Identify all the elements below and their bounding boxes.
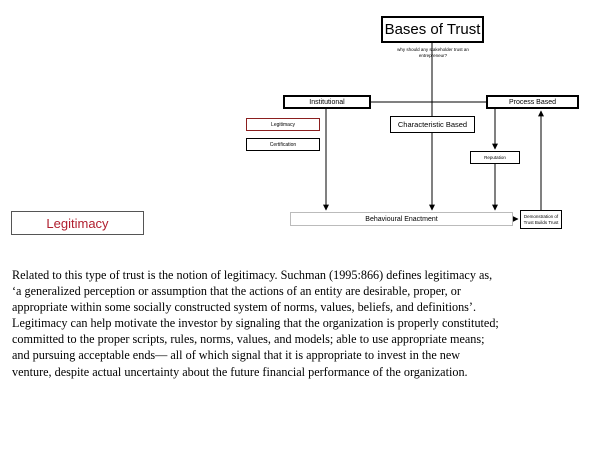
diagram-title: Bases of Trust xyxy=(381,16,484,43)
diagram-subtitle: why should any stakeholder trust an entr… xyxy=(397,47,469,58)
node-process-based: Process Based xyxy=(486,95,579,109)
section-label: Legitimacy xyxy=(11,211,144,235)
node-demonstration: Demonstration of Trust Builds Trust xyxy=(520,210,562,229)
node-reputation: Reputation xyxy=(470,151,520,164)
node-legitimacy: Legitimacy xyxy=(246,118,320,131)
node-institutional: Institutional xyxy=(283,95,371,109)
node-characteristic-based: Characteristic Based xyxy=(390,116,475,133)
node-certification: Certification xyxy=(246,138,320,151)
node-behavioural-enactment: Behavioural Enactment xyxy=(290,212,513,226)
body-paragraph: Related to this type of trust is the not… xyxy=(12,268,499,379)
